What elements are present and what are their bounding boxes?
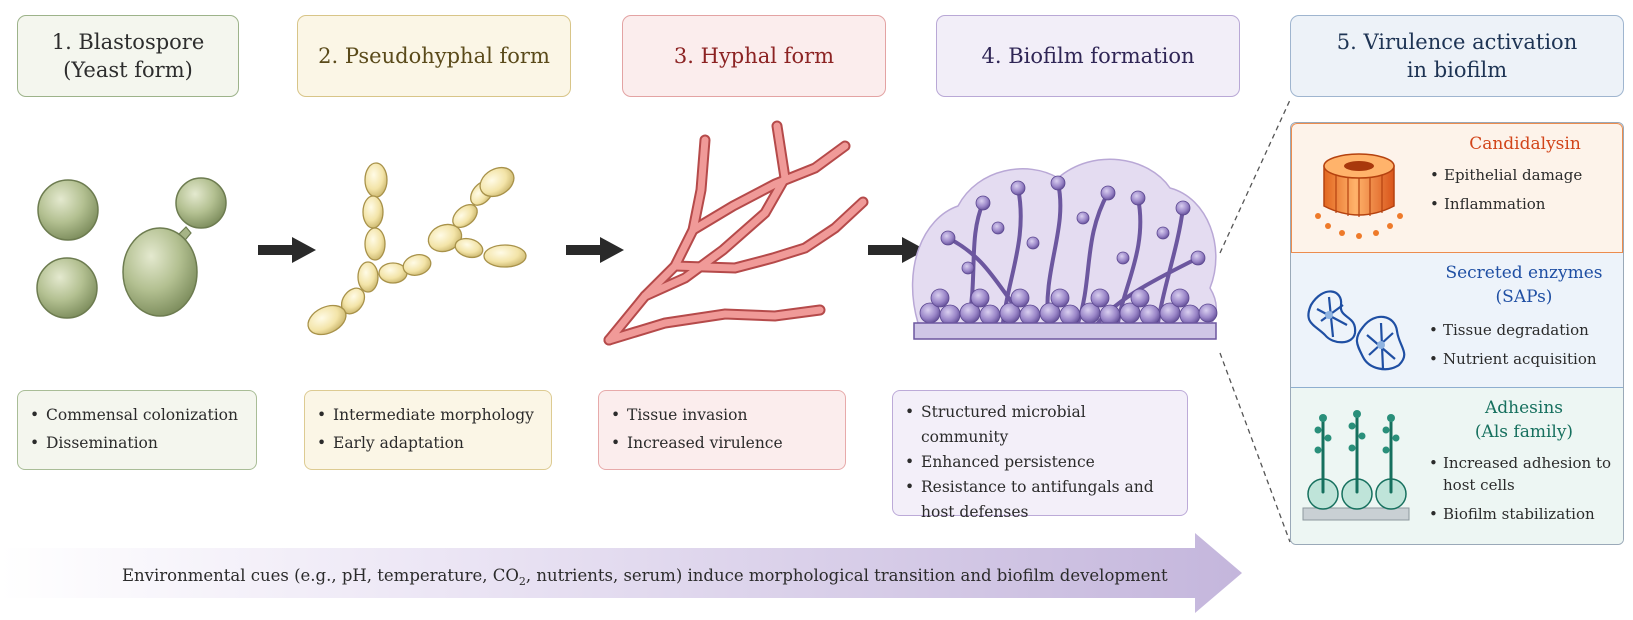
arrow-right-icon — [258, 237, 316, 263]
stage-3-title: 3. Hyphal form — [622, 15, 886, 97]
stage-4-title-text: 4. Biofilm formation — [981, 44, 1195, 68]
candidalysin-pore-icon — [1315, 153, 1403, 239]
zoom-connector-lines — [1219, 99, 1291, 543]
note-item: Structured microbial community — [905, 400, 1175, 450]
stage-2-title: 2. Pseudohyphal form — [297, 15, 571, 97]
virulence-factors-panel: Candidalysin Epithelial damage Inflammat… — [1290, 122, 1624, 545]
stage-5-title-line1: 5. Virulence activation — [1336, 30, 1578, 54]
environmental-cues-text: Environmental cues (e.g., pH, temperatur… — [122, 565, 1168, 587]
yeast-cell — [37, 179, 99, 241]
pseudohyphal-chain — [307, 162, 527, 336]
note-item: Early adaptation — [317, 429, 539, 457]
banner-subscript: 2 — [518, 575, 526, 588]
environmental-cues-arrow — [0, 533, 1242, 613]
stage-1-title-line2: (Yeast form) — [63, 58, 193, 82]
note-item: Intermediate morphology — [317, 401, 539, 429]
secreted-enzymes-section: Secreted enzymes (SAPs) Tissue degradati… — [1291, 253, 1623, 388]
budding-yeast-cell — [122, 177, 227, 317]
stage-1-title: 1. Blastospore (Yeast form) — [17, 15, 239, 97]
stage-4-notes: Structured microbial community Enhanced … — [892, 390, 1188, 521]
note-item: Commensal colonization — [30, 401, 244, 429]
hyphal-filaments — [603, 120, 869, 346]
stage-3-notes: Tissue invasion Increased virulence — [598, 390, 846, 470]
banner-text-before: Environmental cues (e.g., pH, temperatur… — [122, 566, 519, 585]
arrow-right-icon — [566, 237, 624, 263]
effect-item: Epithelial damage — [1430, 161, 1623, 190]
basal-yeast-layer — [919, 288, 1218, 326]
adhesins-section: Adhesins (Als family) Increased adhesion… — [1291, 388, 1623, 544]
substrate-surface — [913, 322, 1217, 340]
stage-2-title-text: 2. Pseudohyphal form — [318, 44, 550, 68]
effect-item: Nutrient acquisition — [1429, 345, 1623, 374]
biofilm-illustration — [911, 158, 1218, 340]
banner-text-after: , nutrients, serum) induce morphological… — [525, 566, 1168, 585]
stage-5-title: 5. Virulence activation in biofilm — [1290, 15, 1624, 97]
stage-1-notes: Commensal colonization Dissemination — [17, 390, 257, 470]
note-item: Increased virulence — [611, 429, 833, 457]
adhesin-cells-icon — [1302, 410, 1410, 521]
yeast-cell — [36, 257, 98, 319]
blastospore-illustration — [36, 177, 227, 319]
candidalysin-title: Candidalysin — [1469, 134, 1581, 154]
stage-3-title-text: 3. Hyphal form — [673, 44, 835, 68]
secreted-enzymes-title-line1: Secreted enzymes — [1445, 263, 1603, 283]
adhesins-title-line1: Adhesins — [1484, 398, 1563, 418]
note-item: Dissemination — [30, 429, 244, 457]
secreted-enzymes-title-line2: (SAPs) — [1495, 287, 1553, 307]
biofilm-cell-cluster — [940, 175, 1206, 275]
pseudohyphae-illustration — [307, 162, 527, 336]
hyphae-illustration — [603, 120, 869, 346]
note-item: Enhanced persistence — [905, 450, 1175, 475]
effect-item: Tissue degradation — [1429, 316, 1623, 345]
note-item: Tissue invasion — [611, 401, 833, 429]
adhesins-title: Adhesins (Als family) — [1429, 396, 1619, 444]
secreted-enzymes-title: Secreted enzymes (SAPs) — [1429, 261, 1619, 309]
stage-5-title-line2: in biofilm — [1406, 58, 1508, 82]
note-item: Resistance to antifungals and host defen… — [905, 475, 1175, 525]
stage-4-title: 4. Biofilm formation — [936, 15, 1240, 97]
protease-structure-icon — [1307, 290, 1406, 371]
stage-1-title-line1: 1. Blastospore — [51, 30, 205, 54]
stage-2-notes: Intermediate morphology Early adaptation — [304, 390, 552, 470]
effect-item: Inflammation — [1430, 190, 1623, 219]
effect-item: Biofilm stabilization — [1429, 503, 1623, 525]
candidalysin-section: Candidalysin Epithelial damage Inflammat… — [1291, 123, 1623, 253]
adhesins-title-line2: (Als family) — [1474, 422, 1574, 442]
arrow-right-icon — [868, 237, 926, 263]
effect-item: Increased adhesion to host cells — [1429, 452, 1623, 496]
